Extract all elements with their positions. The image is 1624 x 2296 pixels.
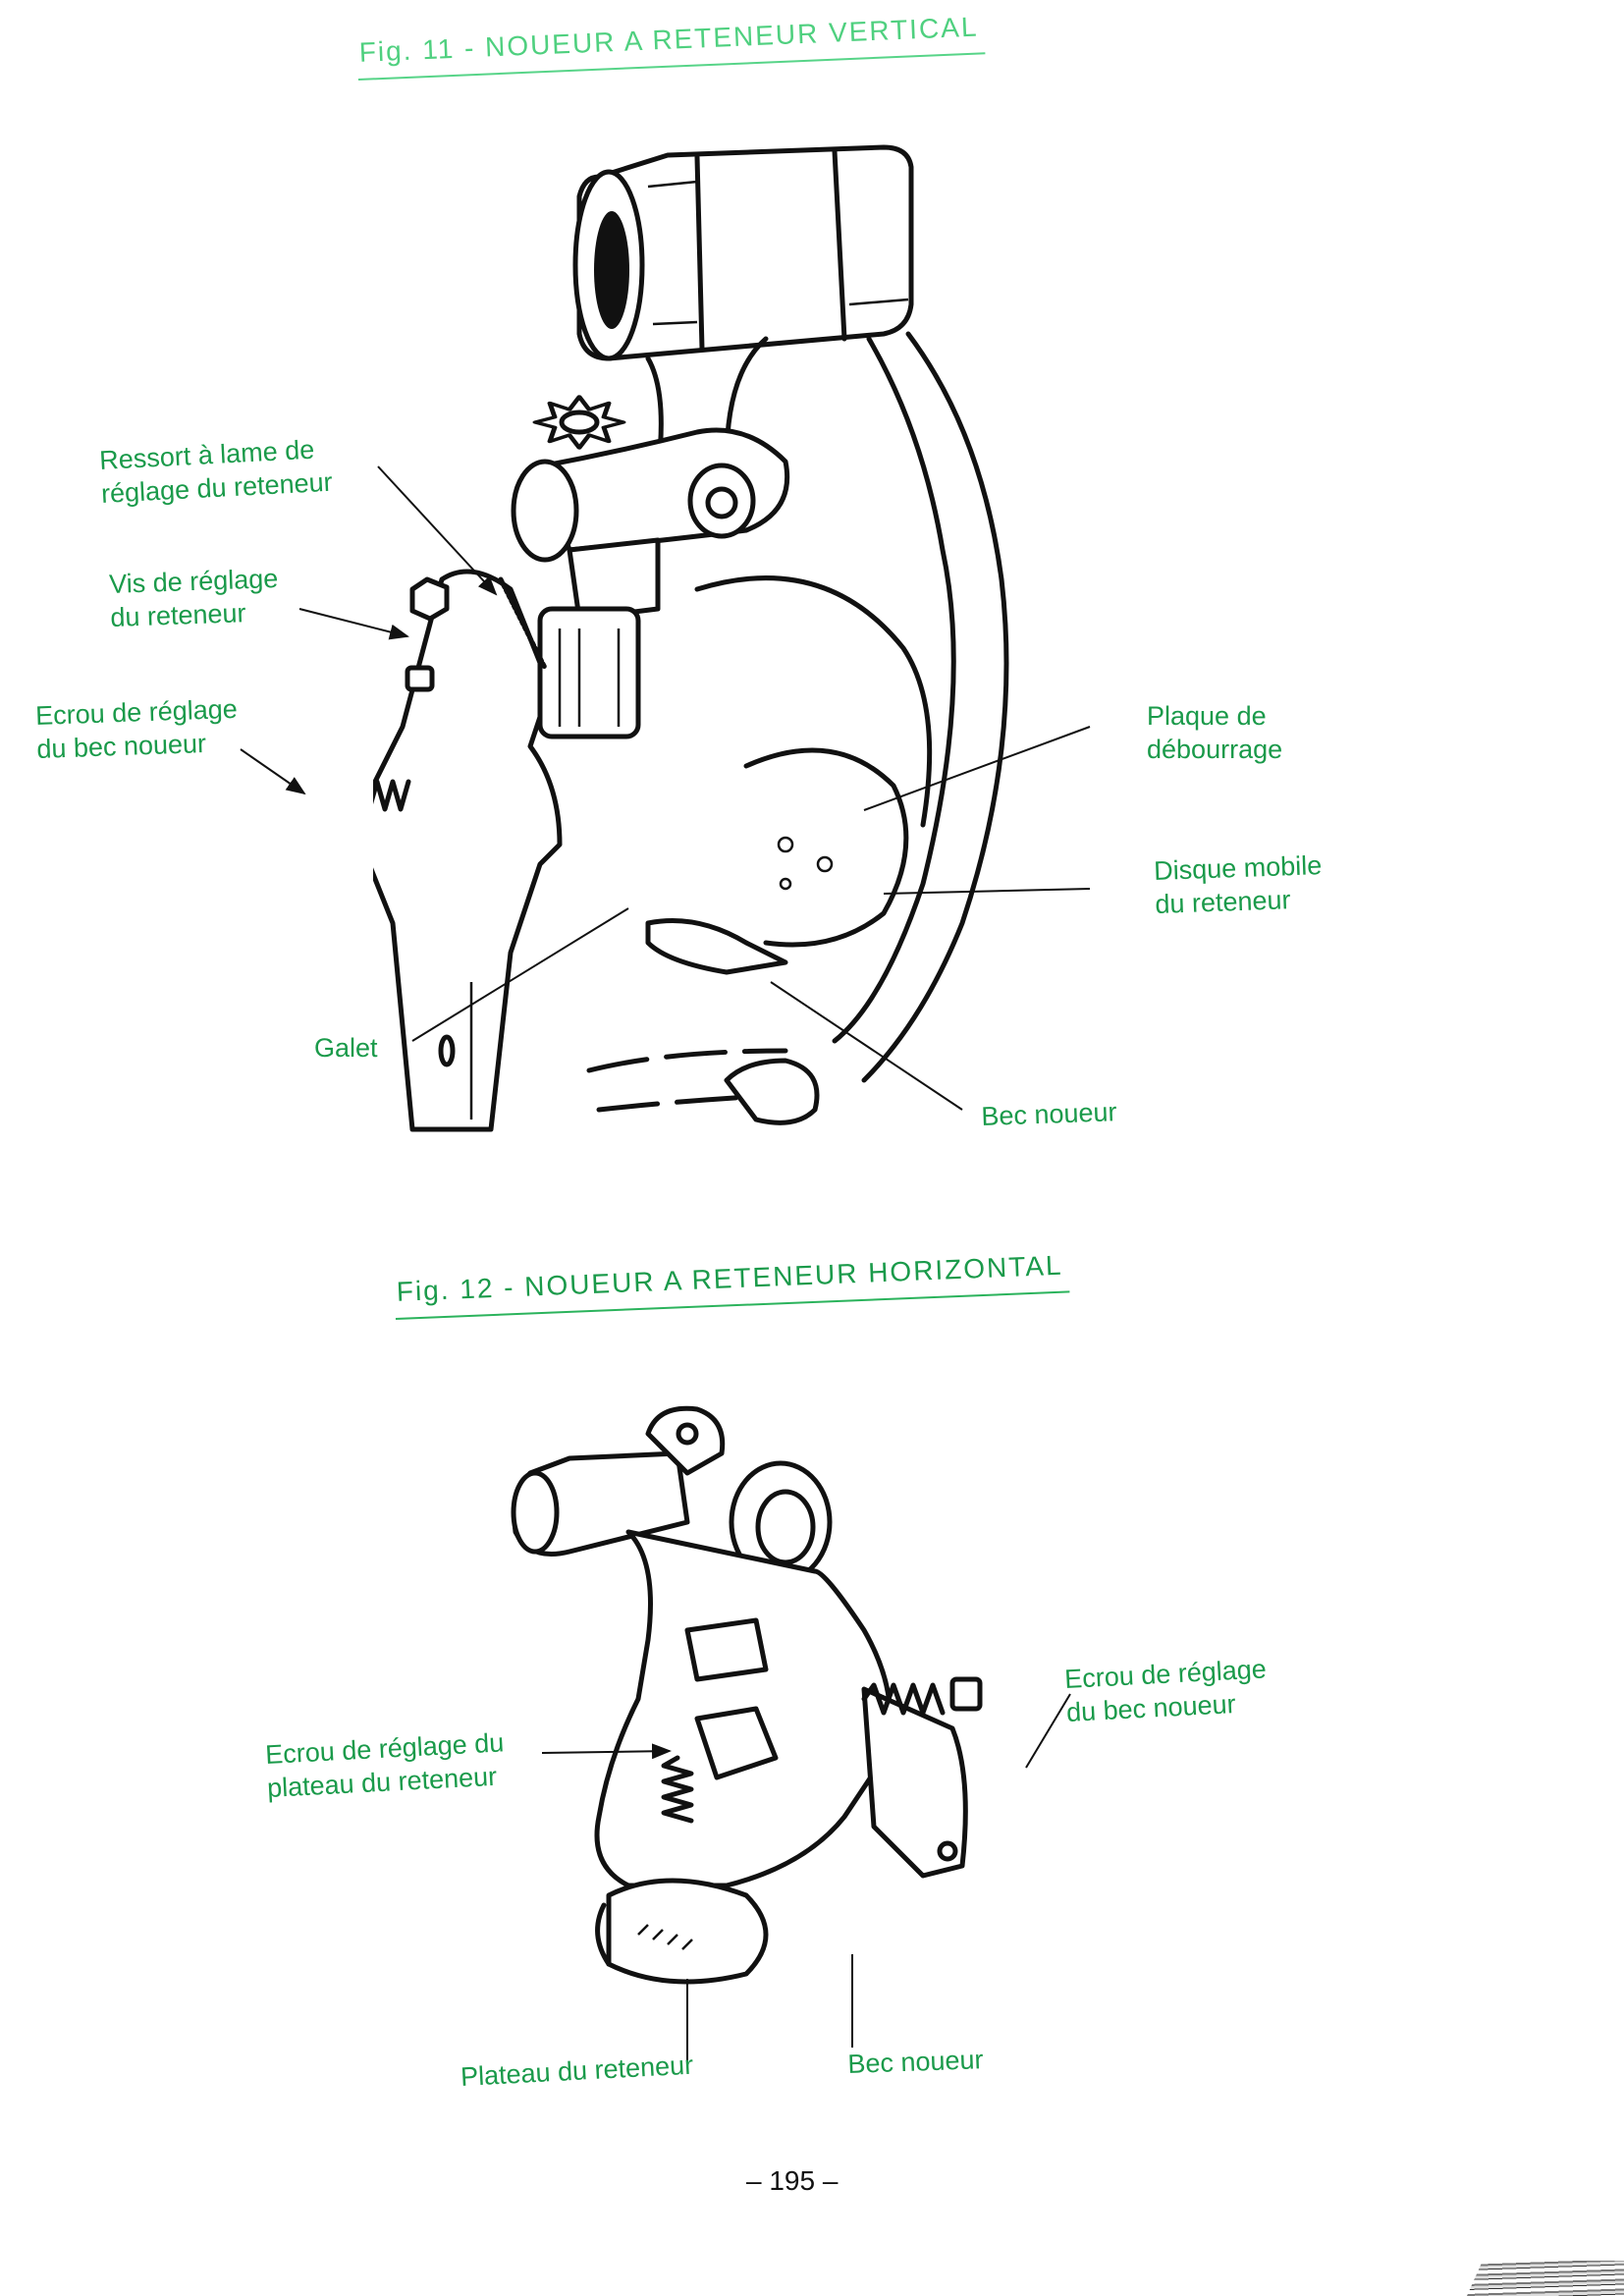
leader-ecrou (240, 748, 306, 795)
label-ressort-lame: Ressort à lame de réglage du reteneur (98, 434, 334, 510)
fig11-leader-lines (240, 465, 1091, 1111)
label-galet: Galet (314, 1033, 378, 1063)
fig12-leader-lines (541, 1693, 1071, 2067)
label-ecrou-bec-12: Ecrou de réglage du bec noueur (1063, 1654, 1268, 1728)
label-plaque-debourrage: Plaque de débourrage (1147, 701, 1283, 764)
fig11-gear (532, 395, 626, 450)
label-ecrou-plateau: Ecrou de réglage du plateau du reteneur (264, 1727, 505, 1804)
page-number: – 195 – (746, 2165, 839, 2196)
label-bec-noueur-11: Bec noueur (980, 1097, 1117, 1132)
fig11-cylinder (572, 144, 914, 361)
leader-ecrou-plateau (541, 1743, 672, 1760)
leader-disque (883, 888, 1091, 895)
fig11-disc (743, 747, 909, 948)
leader-bec (770, 981, 963, 1111)
label-ecrou-bec: Ecrou de réglage du bec noueur (34, 693, 239, 765)
leader-galet (411, 907, 629, 1042)
label-disque-mobile: Disque mobile du reteneur (1153, 850, 1323, 920)
label-bec-noueur-12: Bec noueur (846, 2045, 984, 2080)
leader-ressort (377, 465, 498, 596)
fig11-nut-spring (373, 779, 411, 812)
leader-ecrou-bec-12 (1025, 1693, 1071, 1769)
leader-plaque (863, 726, 1091, 811)
leader-vis (298, 608, 409, 640)
book-page-edge (1467, 2261, 1624, 2296)
fig12-illustration (511, 1405, 983, 1985)
label-vis-reglage: Vis de réglage du reteneur (108, 564, 279, 633)
